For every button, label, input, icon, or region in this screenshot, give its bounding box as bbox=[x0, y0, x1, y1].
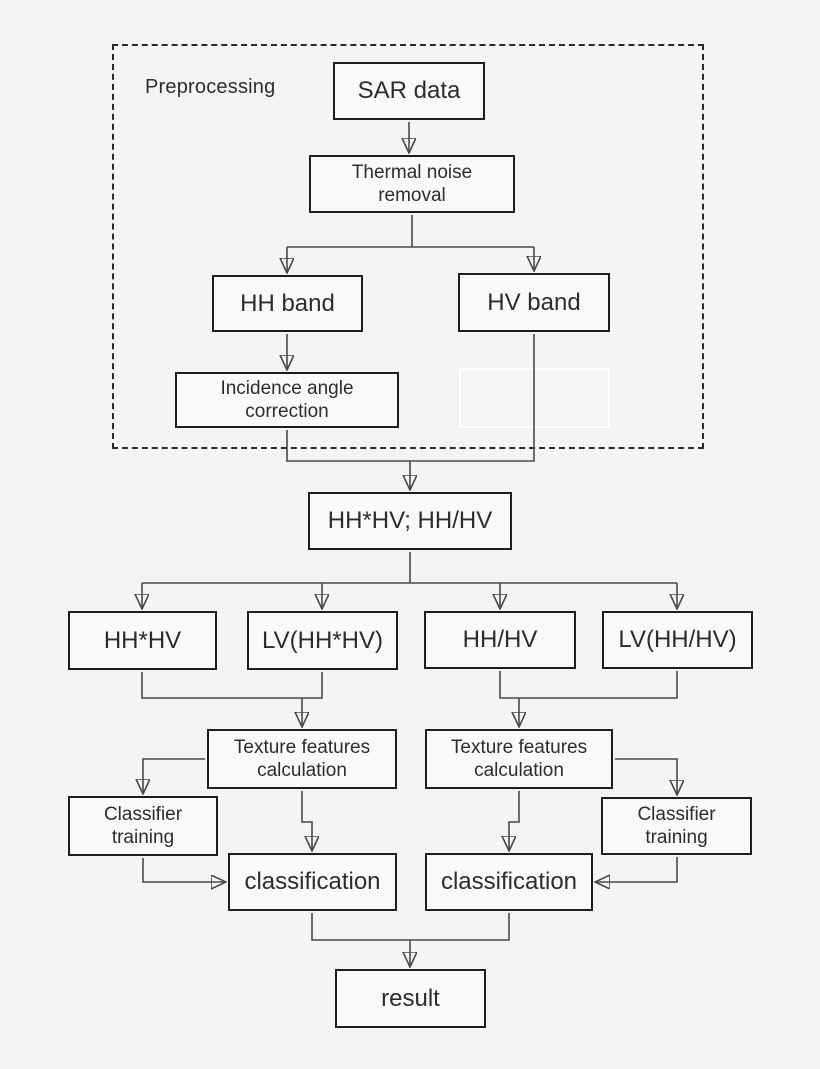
node-thermal-noise-removal: Thermal noise removal bbox=[309, 155, 515, 213]
node-combined-products: HH*HV; HH/HV bbox=[308, 492, 512, 550]
node-hh-times-hv: HH*HV bbox=[68, 611, 217, 670]
node-classifier-training-right: Classifier training bbox=[601, 797, 752, 855]
preprocessing-label: Preprocessing bbox=[145, 76, 276, 98]
node-texture-features-left: Texture features calculation bbox=[207, 729, 397, 789]
node-lv-hh-times-hv: LV(HH*HV) bbox=[247, 611, 398, 670]
node-hv-band: HV band bbox=[458, 273, 610, 332]
node-texture-features-right: Texture features calculation bbox=[425, 729, 613, 789]
node-incidence-angle-correction: Incidence angle correction bbox=[175, 372, 399, 428]
connector-combined-branch bbox=[142, 552, 677, 584]
node-result: result bbox=[335, 969, 486, 1028]
node-classification-left: classification bbox=[228, 853, 397, 911]
connector-classification-merge bbox=[311, 913, 510, 941]
arrow-texture-to-classifier-right bbox=[615, 758, 677, 795]
node-classifier-training-left: Classifier training bbox=[68, 796, 218, 856]
arrow-classifier-to-classification-right bbox=[595, 857, 678, 882]
node-hh-band: HH band bbox=[212, 275, 363, 332]
node-classification-right: classification bbox=[425, 853, 593, 911]
node-sar-data: SAR data bbox=[333, 62, 485, 120]
ghost-empty-box bbox=[459, 368, 610, 428]
arrow-texture-to-classification-right bbox=[509, 791, 520, 851]
node-hh-over-hv: HH/HV bbox=[424, 611, 576, 669]
connector-right-pair-merge bbox=[499, 671, 678, 699]
arrow-classifier-to-classification-left bbox=[142, 858, 226, 882]
connector-left-pair-merge bbox=[141, 672, 323, 699]
arrow-texture-to-classifier-left bbox=[143, 758, 205, 794]
node-lv-hh-over-hv: LV(HH/HV) bbox=[602, 611, 753, 669]
arrow-texture-to-classification-left bbox=[301, 791, 312, 851]
